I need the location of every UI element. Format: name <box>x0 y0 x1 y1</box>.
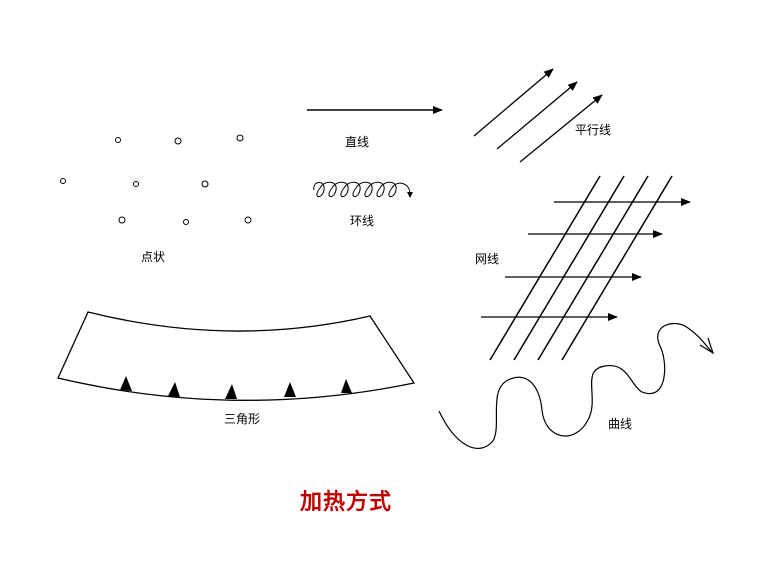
triangle-marks <box>120 376 352 399</box>
triangle-mark <box>168 382 180 397</box>
label-parallel: 平行线 <box>575 123 612 137</box>
parallel-line <box>473 68 554 137</box>
triangle-mark <box>284 382 296 397</box>
dot <box>60 178 66 184</box>
ring-arrowhead <box>407 192 413 198</box>
page-title: 加热方式 <box>300 490 393 515</box>
grid-diagonal <box>489 175 601 361</box>
grid-lines <box>489 175 673 361</box>
parallel-line <box>496 81 578 150</box>
curve-arrowhead <box>699 337 715 355</box>
triangle-mark <box>120 376 132 391</box>
label-grid: 网线 <box>475 252 500 266</box>
ring-coil <box>313 181 411 197</box>
dot <box>115 137 121 143</box>
dot <box>174 137 182 145</box>
triangle-mark <box>341 379 352 393</box>
parallel-lines <box>473 68 603 163</box>
dot <box>133 181 139 187</box>
dot-pattern <box>60 134 252 225</box>
triangle-mark <box>225 384 237 399</box>
label-curve: 曲线 <box>608 417 633 431</box>
dot <box>201 180 209 188</box>
grid-diagonal <box>513 175 625 361</box>
parallel-line <box>519 94 603 163</box>
label-triangle: 三角形 <box>224 412 261 426</box>
label-ring: 环线 <box>350 214 375 228</box>
dot <box>244 216 252 224</box>
dot <box>183 219 189 225</box>
dot <box>236 134 244 142</box>
grid-diagonal <box>537 175 649 361</box>
label-dots: 点状 <box>141 250 166 264</box>
label-straight: 直线 <box>345 135 370 149</box>
dot <box>118 216 126 224</box>
wavy-curve <box>438 322 713 450</box>
curved-band <box>57 311 416 401</box>
grid-diagonal <box>561 175 673 361</box>
grid-arrows <box>481 198 691 321</box>
